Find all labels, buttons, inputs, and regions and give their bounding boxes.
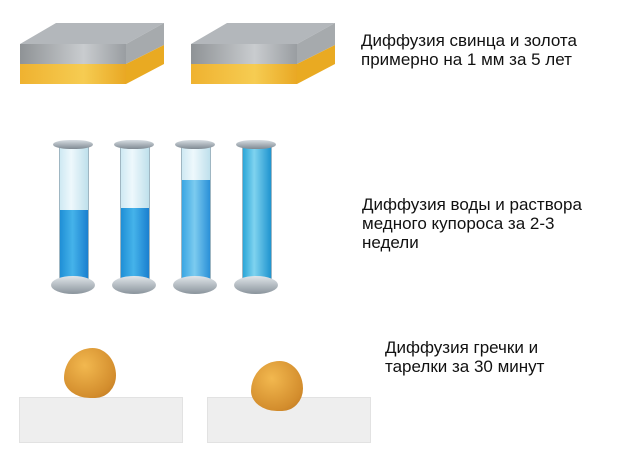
caption-line: тарелки за 30 минут <box>385 357 545 376</box>
caption-line: недели <box>362 233 419 252</box>
caption-line: примерно на 1 мм за 5 лет <box>361 50 572 69</box>
caption-line: Диффузия свинца и золота <box>361 31 577 50</box>
lead-gold-caption: Диффузия свинца и золота примерно на 1 м… <box>361 31 577 69</box>
buckwheat-grain-2 <box>251 361 303 411</box>
test-tube-2 <box>112 140 156 300</box>
buckwheat-grain-1 <box>64 348 116 398</box>
lead-gold-block-after <box>191 23 335 84</box>
caption-line: Диффузия гречки и <box>385 338 539 357</box>
buckwheat-caption: Диффузия гречки и тарелки за 30 минут <box>385 338 544 376</box>
test-tube-3 <box>173 140 217 300</box>
caption-line: Диффузия воды и раствора <box>362 195 582 214</box>
test-tube-4 <box>234 140 278 300</box>
lead-gold-block-before <box>20 23 164 84</box>
test-tube-1 <box>51 140 95 300</box>
plate-1 <box>19 397 183 443</box>
caption-line: медного купороса за 2-3 <box>362 214 555 233</box>
water-copper-caption: Диффузия воды и раствора медного купорос… <box>362 195 582 252</box>
